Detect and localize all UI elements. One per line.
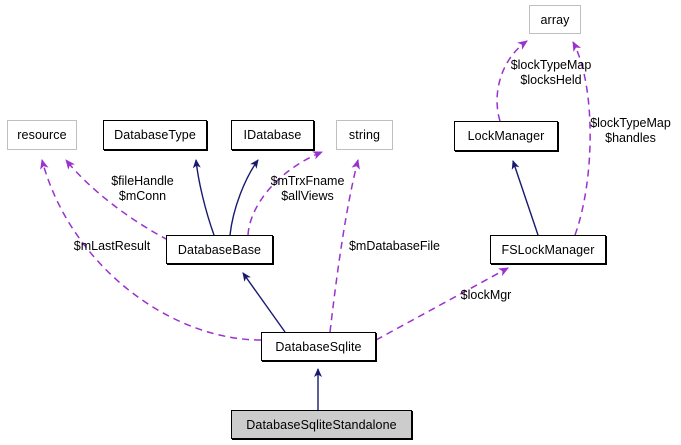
edge-label-line: $fileHandle: [111, 174, 174, 188]
edge-label-lockmgr: $lockMgr: [457, 288, 515, 303]
edge-label-line: $mTrxFname: [270, 174, 345, 188]
node-resource[interactable]: resource: [7, 120, 77, 150]
edge-databasebase-to-databasetype: [192, 159, 215, 236]
edge-label-line: $mConn: [118, 189, 167, 203]
node-idatabase[interactable]: IDatabase: [231, 120, 314, 150]
edge-label-line: $handles: [605, 131, 656, 145]
edge-label-line: $lockTypeMap: [590, 116, 671, 130]
edge-label-locktypemap-handles: $lockTypeMap $handles: [583, 116, 678, 146]
node-databasesqlite[interactable]: DatabaseSqlite: [261, 332, 376, 361]
edge-databasesqlite-to-fslockmanager: [375, 267, 509, 341]
edge-label-line: $mDatabaseFile: [348, 239, 440, 253]
edge-fslockmanager-to-lockmanager: [511, 160, 539, 236]
edge-label-locktypemap-locksheld: $lockTypeMap $locksHeld: [500, 58, 602, 88]
node-databasebase[interactable]: DatabaseBase: [166, 235, 273, 264]
edge-databasebase-to-idatabase: [229, 159, 259, 236]
node-string[interactable]: string: [336, 120, 393, 150]
edge-label-mdatabasefile: $mDatabaseFile: [347, 239, 442, 254]
node-databasetype[interactable]: DatabaseType: [103, 120, 207, 150]
node-lockmanager[interactable]: LockManager: [454, 121, 558, 151]
node-array[interactable]: array: [529, 5, 581, 34]
edge-label-line: $lockMgr: [460, 288, 512, 302]
edge-databasesqlite-to-databasebase: [242, 272, 286, 333]
edge-label-filehandle-mconn: $fileHandle $mConn: [106, 174, 179, 204]
edge-label-line: $mLastResult: [73, 239, 151, 253]
edge-label-line: $lockTypeMap: [510, 58, 592, 72]
edge-label-line: $allViews: [281, 189, 334, 203]
edge-label-mtrxfname-allviews: $mTrxFname $allViews: [265, 174, 350, 204]
node-fslockmanager[interactable]: FSLockManager: [490, 235, 606, 264]
edge-label-line: $locksHeld: [520, 73, 582, 87]
node-databasesqlitestandalone[interactable]: DatabaseSqliteStandalone: [231, 410, 412, 439]
edge-label-mlastresult: $mLastResult: [68, 239, 156, 254]
